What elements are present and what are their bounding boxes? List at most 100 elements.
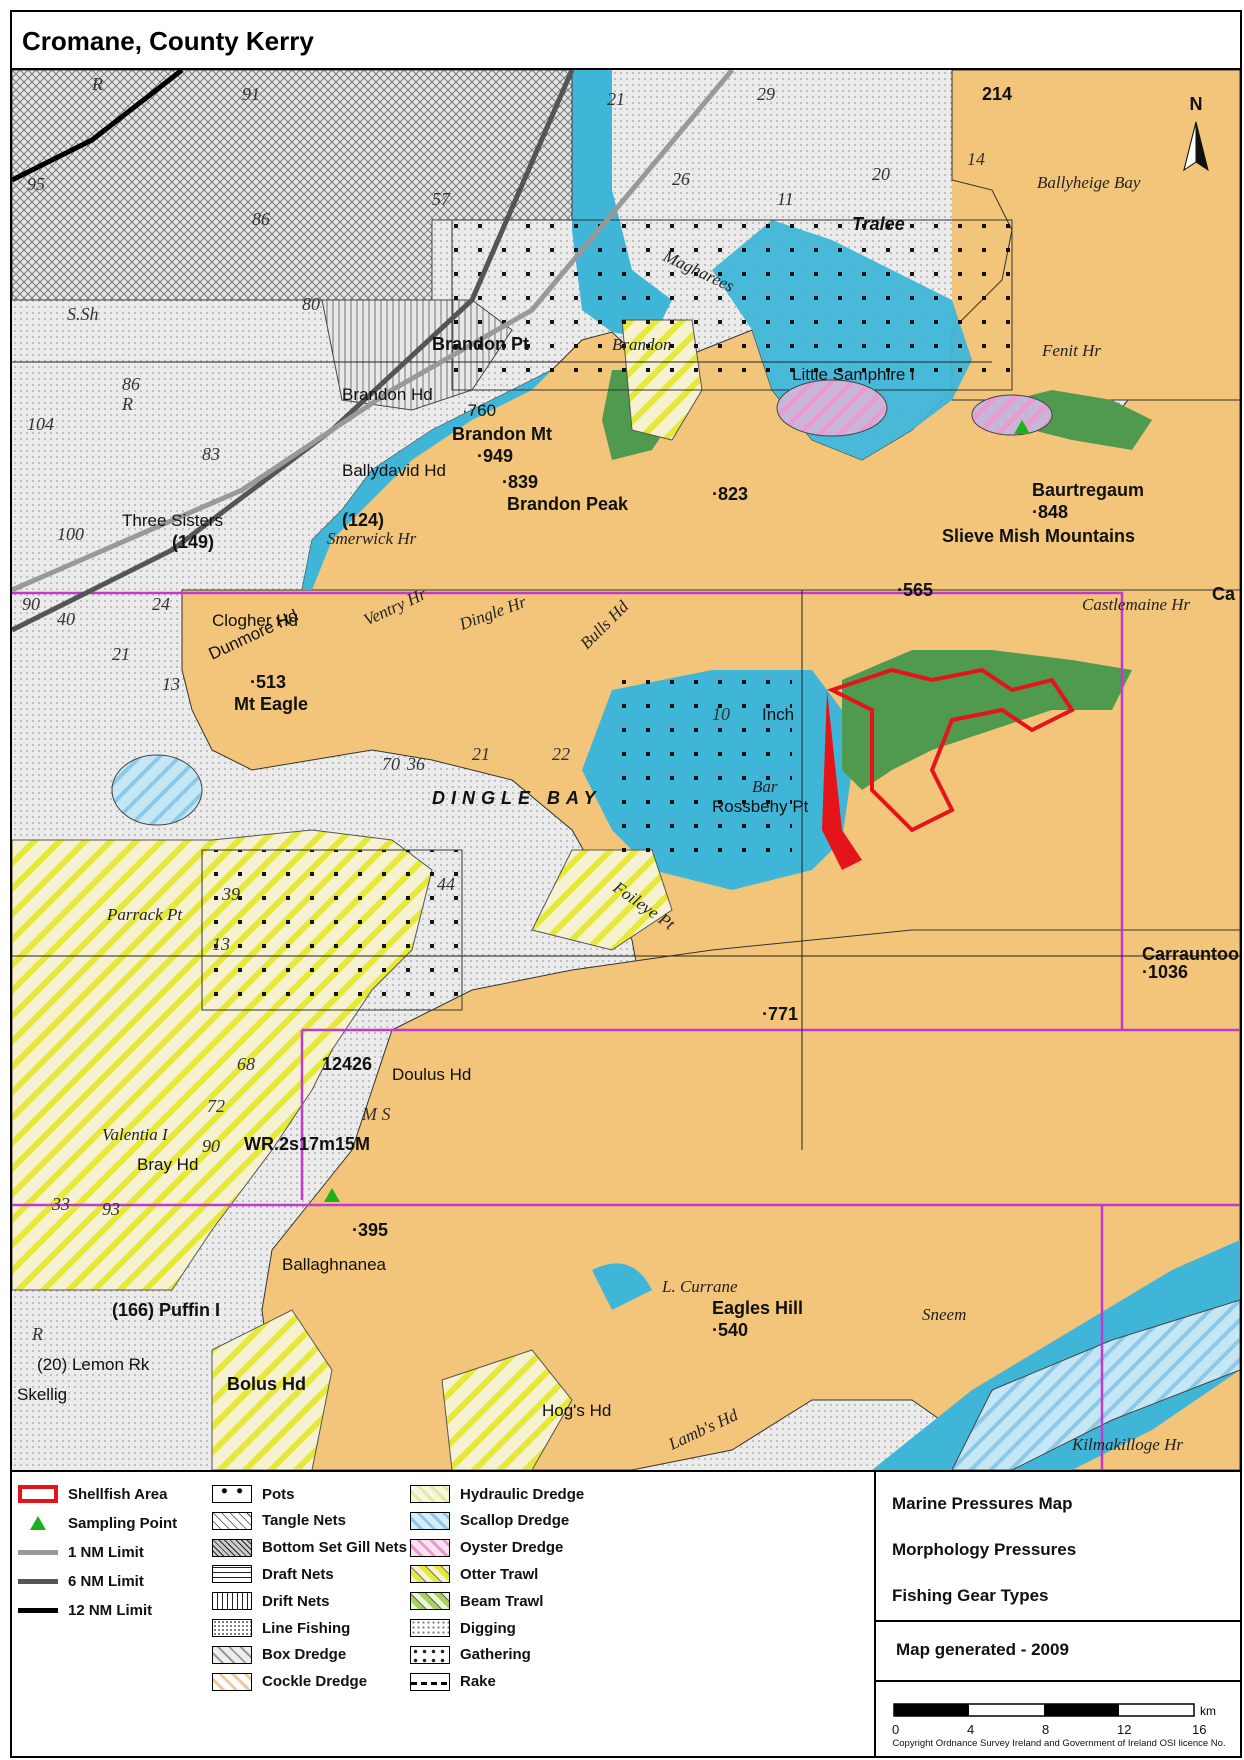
copyright-text: Copyright Ordnance Survey Ireland and Go…: [892, 1738, 1226, 1749]
legend-item-box: Box Dredge: [212, 1643, 346, 1667]
svg-text:Ballydavid Hd: Ballydavid Hd: [342, 461, 446, 480]
depth-sounding: 68: [237, 1054, 255, 1074]
depth-sounding: 86: [252, 209, 270, 229]
sampling-point-valentia[interactable]: [324, 1188, 340, 1202]
shellfish-area[interactable]: [826, 667, 1075, 833]
depth-sounding: 22: [552, 744, 570, 764]
legend-item-sampling: Sampling Point: [18, 1511, 177, 1535]
legend-label: Sampling Point: [68, 1514, 178, 1532]
legend-item-nm12: 12 NM Limit: [18, 1598, 152, 1622]
legend-label: Beam Trawl: [460, 1592, 544, 1610]
legend-label: Line Fishing: [262, 1619, 351, 1637]
legend-label: Gathering: [460, 1646, 531, 1664]
legend-label: Scallop Dredge: [460, 1512, 570, 1530]
svg-text:Smerwick Hr: Smerwick Hr: [327, 529, 417, 548]
svg-text:Carrauntoo: Carrauntoo: [1142, 944, 1239, 964]
legend-item-gathering: Gathering: [410, 1643, 531, 1667]
depth-sounding: R: [121, 394, 133, 414]
legend-label: 12 NM Limit: [68, 1601, 153, 1619]
legend-label: Otter Trawl: [460, 1565, 539, 1583]
legend-item-hydraulic: Hydraulic Dredge: [410, 1482, 584, 1506]
depth-sounding: 83: [202, 444, 220, 464]
legend-item-tangle: Tangle Nets: [212, 1509, 346, 1533]
svg-text:Brandon: Brandon: [612, 335, 672, 354]
scale-tick-label: 12: [1117, 1722, 1132, 1737]
magenta-boxes: [12, 591, 1240, 1470]
svg-text:Castlemaine Hr: Castlemaine Hr: [1082, 595, 1191, 614]
svg-text:Hog's Hd: Hog's Hd: [542, 1401, 611, 1420]
legend-label: Pots: [262, 1485, 295, 1503]
depth-sounding: 14: [967, 149, 985, 169]
legend-item-line: Line Fishing: [212, 1616, 350, 1640]
depth-sounding: 40: [57, 609, 75, 629]
svg-text:L. Currane: L. Currane: [661, 1277, 738, 1296]
line-1nm: [12, 70, 734, 593]
svg-text:Inch: Inch: [762, 705, 794, 724]
depth-sounding: R: [31, 1324, 43, 1344]
depth-sounding: 10: [712, 704, 730, 724]
svg-text:Kilmakilloge Hr: Kilmakilloge Hr: [1071, 1435, 1183, 1454]
sampling-point-tralee[interactable]: [1014, 420, 1030, 434]
legend-swatch-nm12: [18, 1607, 58, 1613]
svg-text:Mt Eagle: Mt Eagle: [234, 694, 308, 714]
info-divider: [876, 1620, 1240, 1622]
legend-item-oyster: Oyster Dredge: [410, 1536, 563, 1560]
svg-text:·949: ·949: [477, 446, 513, 466]
svg-text:Bolus Hd: Bolus Hd: [227, 1374, 306, 1394]
legend-swatch-tangle: [212, 1511, 252, 1530]
legend-item-beam: Beam Trawl: [410, 1589, 543, 1613]
legend-swatch-pots: [212, 1485, 252, 1503]
legend-swatch-beam: [410, 1592, 450, 1611]
otter-trawl-iveragh: [441, 1349, 573, 1470]
info-divider: [876, 1680, 1240, 1682]
scale-tick-label: 0: [892, 1722, 900, 1737]
scale-bar: km: [893, 1703, 1216, 1718]
legend-swatch-gill: [212, 1538, 252, 1557]
legend-swatch-cockle: [212, 1672, 252, 1691]
svg-text:·760: ·760: [462, 401, 496, 420]
svg-text:Slieve Mish Mountains: Slieve Mish Mountains: [942, 526, 1135, 546]
scale-tick-label: 8: [1042, 1722, 1050, 1737]
depth-sounding: 91: [242, 84, 260, 104]
depth-sounding: 13: [162, 674, 180, 694]
svg-text:(124): (124): [342, 510, 384, 530]
depth-sounding: 36: [406, 754, 425, 774]
depth-sounding: 93: [102, 1199, 120, 1219]
depth-sounding: 44: [437, 874, 455, 894]
svg-text:Ballyheige Bay: Ballyheige Bay: [1037, 173, 1141, 192]
svg-text:Skellig: Skellig: [17, 1385, 67, 1404]
depth-sounding: 70: [382, 754, 400, 774]
depth-sounding: 90: [22, 594, 40, 614]
legend-label: Oyster Dredge: [460, 1539, 564, 1557]
north-arrow: N: [1183, 94, 1209, 172]
legend-item-shellfish: Shellfish Area: [18, 1482, 167, 1506]
legend-item-drift: Drift Nets: [212, 1589, 330, 1613]
lough-currane: [592, 1263, 652, 1310]
svg-text:Little Samphire I: Little Samphire I: [792, 365, 915, 384]
legend-item-cockle: Cockle Dredge: [212, 1670, 367, 1694]
legend-item-nm1: 1 NM Limit: [18, 1540, 144, 1564]
depth-sounding: 95: [27, 174, 45, 194]
depth-sounding: 11: [777, 189, 794, 209]
svg-text:Sneem: Sneem: [922, 1305, 966, 1324]
legend-label: Rake: [460, 1673, 496, 1691]
svg-text:Clogher Hd: Clogher Hd: [212, 611, 298, 630]
legend-label: Draft Nets: [262, 1565, 334, 1583]
legend-swatch-otter: [410, 1565, 450, 1584]
depth-sounding: 29: [757, 84, 775, 104]
depth-sounding: S.Sh: [67, 304, 99, 324]
scale-tick-label: 4: [967, 1722, 975, 1737]
map-svg: N Ballyheige Bay Tralee Fenit Hr Brandon…: [12, 70, 1240, 1470]
info-fishing: Fishing Gear Types: [892, 1586, 1049, 1605]
map-canvas[interactable]: N Ballyheige Bay Tralee Fenit Hr Brandon…: [12, 70, 1240, 1470]
tangle-nets-area: [12, 70, 573, 301]
legend-swatch-sampling: [18, 1514, 58, 1532]
svg-text:·839: ·839: [502, 472, 538, 492]
legend-swatch-gathering: [410, 1645, 450, 1664]
legend-swatch-draft: [212, 1565, 252, 1584]
svg-text:Ballaghnanea: Ballaghnanea: [282, 1255, 387, 1274]
depth-sounding: 21: [607, 89, 625, 109]
legend-label: Cockle Dredge: [262, 1673, 368, 1691]
legend-swatch-hydraulic: [410, 1485, 450, 1503]
